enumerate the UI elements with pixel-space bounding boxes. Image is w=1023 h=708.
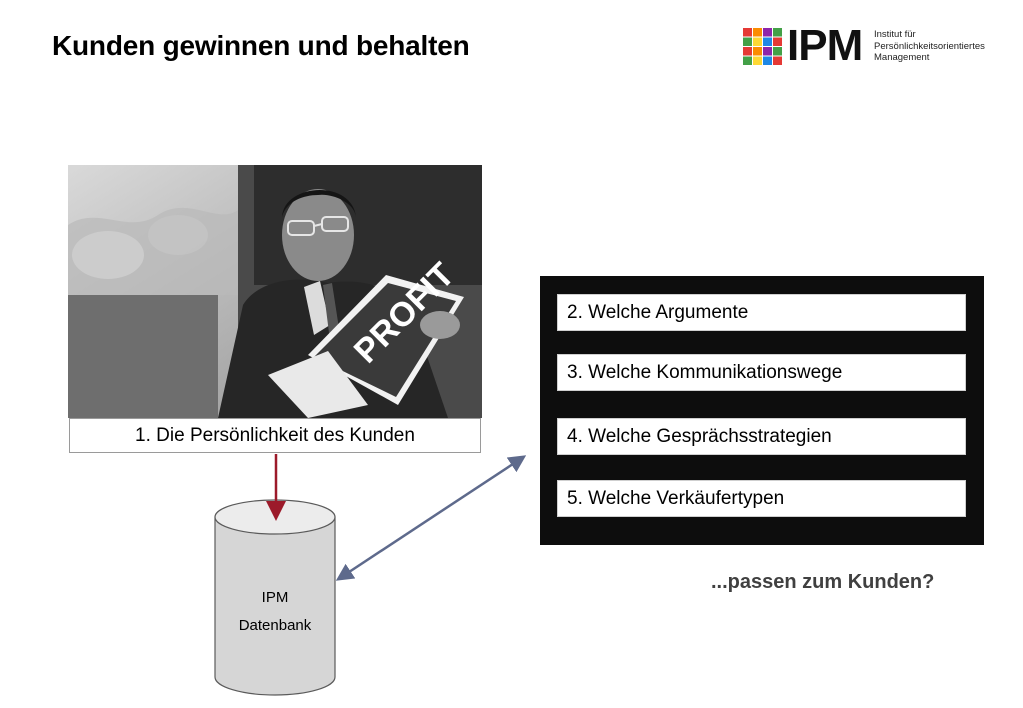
database-cylinder-icon [214, 499, 336, 696]
logo-subtitle-line-3: Management [874, 52, 930, 63]
factor-item-communication-channels: 3. Welche Kommunikationswege [557, 354, 966, 391]
logo-grid-cell [743, 28, 752, 37]
database-label-line-1: IPM [261, 589, 289, 606]
customer-photo: PROFIT [68, 165, 482, 418]
logo-grid-cell [773, 56, 782, 65]
logo-grid-cell [773, 28, 782, 37]
arrow-database-to-factors [335, 455, 527, 581]
logo-grid-icon [743, 28, 782, 65]
factor-item-label: 3. Welche Kommunikationswege [567, 361, 843, 383]
logo-grid-cell [743, 56, 752, 65]
logo-grid-cell [743, 47, 752, 56]
logo-grid-cell [753, 28, 762, 37]
factor-item-arguments: 2. Welche Argumente [557, 294, 966, 331]
logo-subtitle: Institut für Persönlichkeitsorientiertes… [874, 29, 985, 64]
factors-panel: 2. Welche Argumente 3. Welche Kommunikat… [540, 276, 984, 545]
page-title: Kunden gewinnen und behalten [52, 30, 470, 61]
logo-subtitle-line-1: Institut für [874, 29, 916, 40]
logo-grid-cell [753, 56, 762, 65]
logo-grid-cell [753, 37, 762, 46]
closing-question: ...passen zum Kunden? [711, 571, 935, 593]
logo-grid-cell [763, 47, 772, 56]
step-1-box: 1. Die Persönlichkeit des Kunden [69, 418, 481, 453]
factor-item-seller-types: 5. Welche Verkäufertypen [557, 480, 966, 517]
logo-subtitle-line-2: Persönlichkeitsorientiertes [874, 40, 985, 52]
factor-item-label: 5. Welche Verkäufertypen [567, 487, 785, 509]
factor-item-label: 2. Welche Argumente [567, 301, 749, 323]
factor-item-label: 4. Welche Gesprächsstrategien [567, 425, 832, 447]
logo-grid-cell [763, 37, 772, 46]
factor-item-conversation-strategies: 4. Welche Gesprächsstrategien [557, 418, 966, 455]
ipm-logo: IPM Institut für Persönlichkeitsorientie… [743, 21, 1005, 70]
logo-wordmark: IPM [787, 21, 863, 70]
logo-grid-cell [753, 47, 762, 56]
logo-grid-cell [763, 56, 772, 65]
logo-grid-cell [763, 28, 772, 37]
logo-grid-cell [743, 37, 752, 46]
logo-grid-cell [773, 37, 782, 46]
logo-grid-cell [773, 47, 782, 56]
step-1-label: 1. Die Persönlichkeit des Kunden [135, 424, 415, 446]
database-label-line-2: Datenbank [238, 617, 312, 634]
